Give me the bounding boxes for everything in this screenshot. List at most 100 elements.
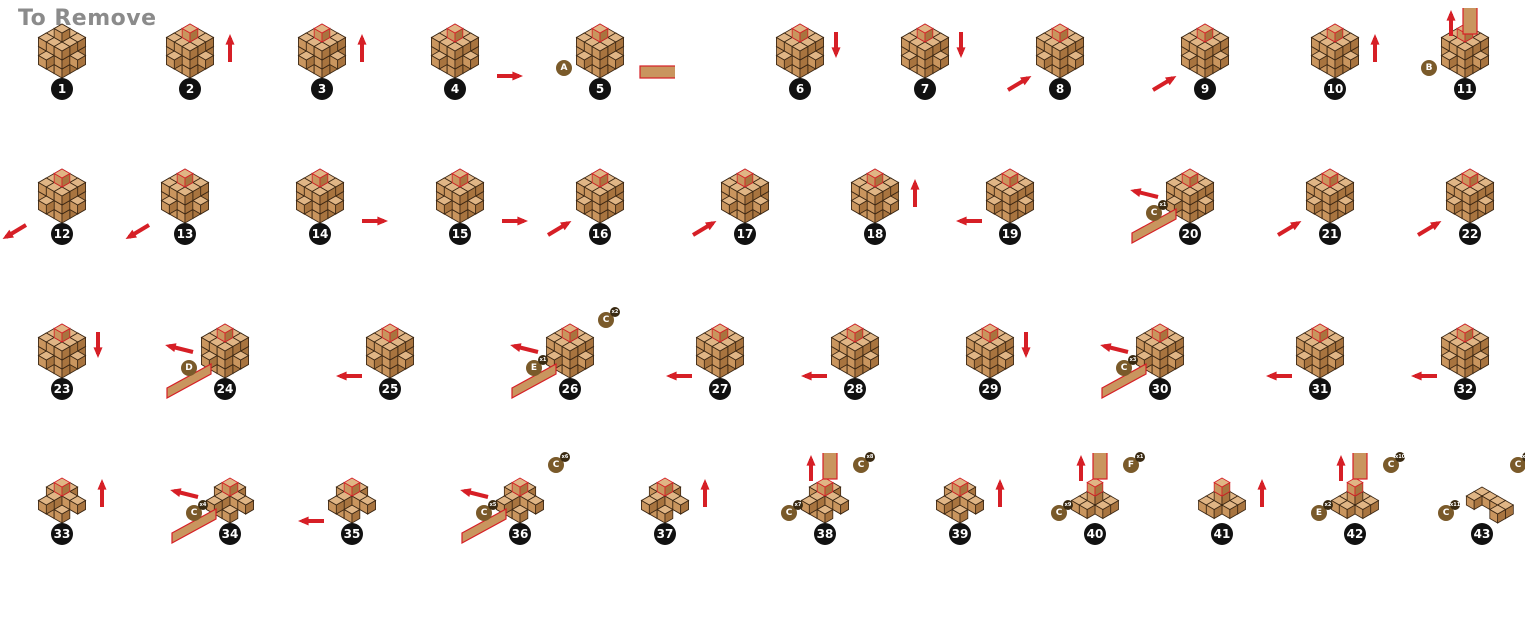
puzzle-illustration <box>385 153 535 273</box>
step-number-badge: 9 <box>1194 78 1216 100</box>
step-22: 22 <box>1395 153 1525 273</box>
step-number-badge: 18 <box>864 223 886 245</box>
part-label: Ex2 <box>1311 505 1327 521</box>
part-count-badge: x5 <box>488 500 498 510</box>
step-27: 27 <box>645 308 795 428</box>
step-2: 2 <box>115 8 265 128</box>
puzzle-illustration <box>670 153 820 273</box>
puzzle-illustration <box>115 8 265 128</box>
part-count-badge: x2 <box>610 307 620 317</box>
puzzle-illustration <box>0 308 137 428</box>
step-37: 37 <box>590 453 740 573</box>
step-41: 41 <box>1147 453 1297 573</box>
step-number-badge: 41 <box>1211 523 1233 545</box>
puzzle-illustration <box>315 308 465 428</box>
step-13: 13 <box>110 153 260 273</box>
part-count-badge: x3 <box>1128 355 1138 365</box>
step-number-badge: 36 <box>509 523 531 545</box>
step-9: 9 <box>1130 8 1280 128</box>
step-number-badge: 38 <box>814 523 836 545</box>
step-number-badge: 1 <box>51 78 73 100</box>
part-label: D <box>181 360 197 376</box>
step-number-badge: 39 <box>949 523 971 545</box>
part-count-badge: x1 <box>1135 452 1145 462</box>
step-24: 24 D <box>150 308 300 428</box>
step-number-badge: 19 <box>999 223 1021 245</box>
part-label: B <box>1421 60 1437 76</box>
puzzle-illustration <box>0 453 137 573</box>
puzzle-illustration <box>150 308 300 428</box>
step-15: 15 <box>385 153 535 273</box>
puzzle-illustration <box>525 8 675 128</box>
puzzle-illustration <box>1255 153 1405 273</box>
step-number-badge: 24 <box>214 378 236 400</box>
step-number-badge: 4 <box>444 78 466 100</box>
step-number-badge: 5 <box>589 78 611 100</box>
puzzle-illustration <box>985 8 1135 128</box>
step-number-badge: 16 <box>589 223 611 245</box>
step-number-badge: 22 <box>1459 223 1481 245</box>
step-10: 10 <box>1260 8 1410 128</box>
puzzle-illustration <box>277 453 427 573</box>
step-3: 3 <box>247 8 397 128</box>
step-number-badge: 34 <box>219 523 241 545</box>
step-29: 29 <box>915 308 1065 428</box>
puzzle-illustration <box>590 453 740 573</box>
step-21: 21 <box>1255 153 1405 273</box>
step-28: 28 <box>780 308 930 428</box>
puzzle-illustration <box>1085 308 1235 428</box>
puzzle-illustration <box>380 8 530 128</box>
step-number-badge: 26 <box>559 378 581 400</box>
step-number-badge: 43 <box>1471 523 1493 545</box>
step-number-badge: 17 <box>734 223 756 245</box>
step-number-badge: 28 <box>844 378 866 400</box>
step-32: 32 <box>1390 308 1525 428</box>
puzzle-illustration <box>1147 453 1297 573</box>
part-count-badge: x11 <box>1450 500 1460 510</box>
step-number-badge: 12 <box>51 223 73 245</box>
puzzle-illustration <box>1390 8 1525 128</box>
puzzle-illustration <box>1245 308 1395 428</box>
step-number-badge: 35 <box>341 523 363 545</box>
part-count-badge: x6 <box>560 452 570 462</box>
step-number-badge: 3 <box>311 78 333 100</box>
step-39: 39 <box>885 453 1035 573</box>
step-36: 36 Cx5 Cx6 <box>445 453 595 573</box>
step-35: 35 <box>277 453 427 573</box>
puzzle-illustration <box>1407 453 1525 573</box>
step-number-badge: 29 <box>979 378 1001 400</box>
step-number-badge: 23 <box>51 378 73 400</box>
step-number-badge: 25 <box>379 378 401 400</box>
part-count-badge: x8 <box>865 452 875 462</box>
step-8: 8 <box>985 8 1135 128</box>
puzzle-illustration <box>780 308 930 428</box>
puzzle-illustration <box>495 308 645 428</box>
step-number-badge: 2 <box>179 78 201 100</box>
puzzle-illustration <box>885 453 1035 573</box>
puzzle-illustration <box>935 153 1085 273</box>
puzzle-illustration <box>800 153 950 273</box>
puzzle-illustration <box>1395 153 1525 273</box>
part-count-badge: x4 <box>198 500 208 510</box>
step-number-badge: 32 <box>1454 378 1476 400</box>
part-count-badge: x1 <box>538 355 548 365</box>
puzzle-illustration <box>915 308 1065 428</box>
puzzle-illustration <box>1390 308 1525 428</box>
step-number-badge: 11 <box>1454 78 1476 100</box>
step-38: 38Cx7Cx8 <box>750 453 900 573</box>
part-count-badge: x2 <box>1323 500 1333 510</box>
step-number-badge: 15 <box>449 223 471 245</box>
puzzle-illustration <box>110 153 260 273</box>
step-number-badge: 6 <box>789 78 811 100</box>
